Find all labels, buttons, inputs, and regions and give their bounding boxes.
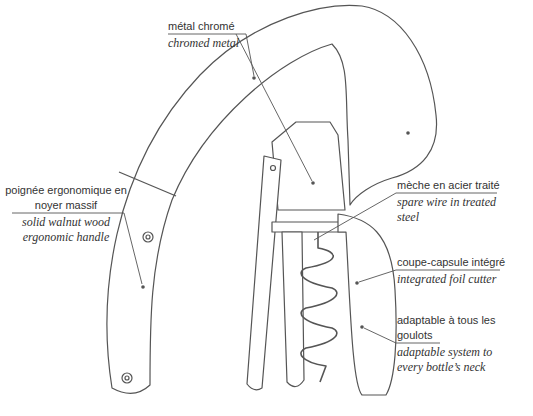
part-label: chromed metal: [168, 36, 298, 51]
left-jaw: [282, 232, 304, 387]
leader-dot: [355, 281, 359, 285]
pivot-piece: [272, 122, 345, 210]
blade-rivet: [271, 166, 276, 171]
rivet-inner: [125, 376, 129, 380]
leader-dot: [311, 181, 315, 185]
spiral-worm: [301, 232, 337, 382]
leader-dot: [141, 285, 145, 289]
rivet: [122, 373, 132, 383]
part-label: integrated foil cutter: [397, 272, 529, 287]
leader-dot: [360, 325, 364, 329]
part-label: mèche en acier traité: [397, 178, 529, 193]
part-label: coupe-capsule intégré: [397, 255, 529, 270]
part-label: solid walnut wood ergonomic handle: [2, 215, 130, 245]
part-label: poignée ergonomique en noyer massif: [2, 183, 130, 213]
foil-cutter-blade: [247, 156, 281, 390]
part-label: adaptable à tous les goulots: [397, 313, 515, 343]
part-label: spare wire in treated steel: [397, 195, 519, 225]
rivet-inner: [146, 235, 150, 239]
rivet: [143, 232, 153, 242]
leader-line: [168, 34, 312, 181]
right-jaw: [338, 214, 396, 395]
handle-joint: [119, 172, 176, 196]
pivot-dot: [406, 131, 410, 135]
part-label: adaptable system to every bottle’s neck: [397, 345, 509, 375]
leader-dot: [252, 76, 256, 80]
part-label: métal chromé: [168, 19, 298, 34]
